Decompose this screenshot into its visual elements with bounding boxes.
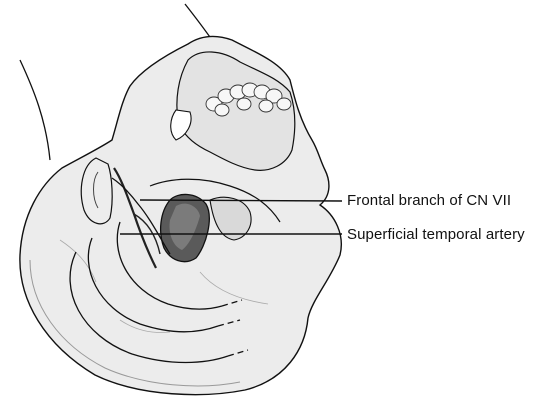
sta-branch bbox=[133, 213, 161, 255]
ear bbox=[80, 157, 113, 225]
leader-line-frontal bbox=[139, 199, 343, 202]
label-superficial-temporal-artery: Superficial temporal artery bbox=[347, 226, 525, 243]
sutures bbox=[59, 239, 269, 333]
orbit-shadow bbox=[169, 203, 200, 250]
zygoma-body bbox=[209, 196, 252, 241]
zygomatic-arch bbox=[149, 178, 281, 223]
frontal-branch-cn7 bbox=[111, 177, 171, 255]
teeth bbox=[205, 82, 292, 117]
ear-inner bbox=[93, 171, 99, 209]
label-frontal-branch: Frontal branch of CN VII bbox=[347, 192, 512, 209]
scalp-flap-inner bbox=[29, 259, 241, 387]
nasal-opening bbox=[170, 109, 192, 141]
incision-lines bbox=[69, 221, 249, 364]
